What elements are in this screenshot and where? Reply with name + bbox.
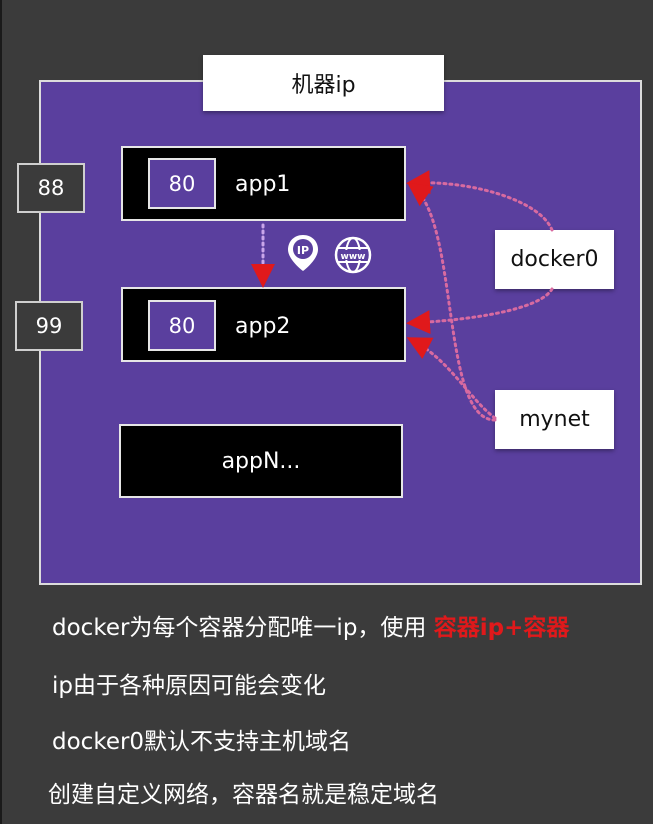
arrow-mynet-to-app2 <box>406 337 497 420</box>
container-appN: appN... <box>119 424 403 498</box>
svg-text:www: www <box>341 252 366 262</box>
caption-line-3: docker0默认不支持主机域名 <box>52 729 352 755</box>
arrow-mynet-to-app1 <box>407 182 497 422</box>
left-edge <box>0 0 2 824</box>
app-name: app1 <box>235 172 291 197</box>
network-docker0: docker0 <box>495 230 614 289</box>
svg-text:IP: IP <box>297 244 309 257</box>
caption-line-1-text: docker为每个容器分配唯一ip，使用 <box>52 615 434 641</box>
caption-line-1: docker为每个容器分配唯一ip，使用 容器ip+容器 <box>52 608 569 642</box>
network-mynet: mynet <box>495 390 614 449</box>
ip-pin-icon: IP <box>288 235 318 271</box>
container-port: 80 <box>148 158 216 209</box>
arrow-docker0-to-app2 <box>406 287 554 335</box>
www-globe-icon: www <box>334 236 372 274</box>
caption-line-1-highlight: 容器ip+容器 <box>433 615 570 641</box>
caption-line-4: 创建自定义网络，容器名就是稳定域名 <box>48 782 439 808</box>
host-port-88: 88 <box>17 163 85 213</box>
container-app2: 80 app2 <box>121 287 406 362</box>
host-port-99: 99 <box>15 301 83 351</box>
container-port: 80 <box>148 300 216 351</box>
host-label: 机器ip <box>203 55 444 111</box>
app-name: app2 <box>235 314 291 339</box>
container-app1: 80 app1 <box>121 146 406 221</box>
caption-line-2: ip由于各种原因可能会变化 <box>52 673 326 699</box>
